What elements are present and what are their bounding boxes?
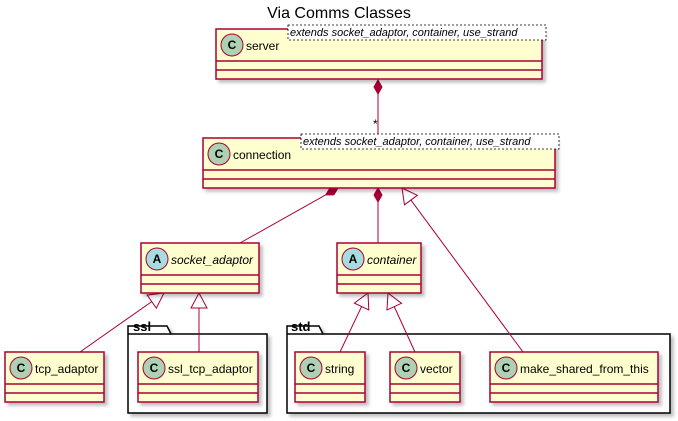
relation-inheritance-vector-container bbox=[386, 292, 416, 353]
class-icon bbox=[299, 356, 323, 380]
relation-line bbox=[79, 301, 153, 353]
class-kind-letter: C bbox=[215, 147, 224, 161]
relation-inheritance-ssl-tcp-adaptor-socket-adaptor bbox=[190, 291, 208, 352]
abstract-class-icon bbox=[341, 247, 365, 271]
class-name: string bbox=[325, 362, 354, 376]
relation-edges bbox=[79, 78, 524, 353]
relation-composition-connection-container bbox=[373, 186, 383, 243]
class-name: server bbox=[246, 39, 279, 53]
class-icon bbox=[142, 356, 166, 380]
relation-line bbox=[393, 306, 416, 353]
class-icon bbox=[494, 356, 518, 380]
package-name-ssl: ssl bbox=[133, 319, 151, 334]
composition-diamond bbox=[324, 187, 339, 196]
class-icon bbox=[394, 356, 418, 380]
relation-inheritance-tcp-adaptor-socket-adaptor bbox=[79, 292, 165, 353]
class-icon bbox=[207, 142, 231, 166]
class-name: tcp_adaptor bbox=[35, 362, 98, 376]
class-box bbox=[489, 351, 659, 403]
generic-parameters-box bbox=[287, 24, 547, 41]
relation-line bbox=[410, 199, 524, 353]
class-icon bbox=[9, 356, 33, 380]
class-name: vector bbox=[420, 362, 453, 376]
class-name: ssl_tcp_adaptor bbox=[168, 362, 253, 376]
class-name: connection bbox=[233, 148, 291, 162]
class-kind-letter: C bbox=[17, 361, 26, 375]
relation-line bbox=[339, 306, 363, 353]
class-kind-letter: A bbox=[153, 252, 162, 266]
relation-inheritance-make-shared-from-this-connection bbox=[401, 187, 524, 353]
generic-parameters-text: extends socket_adaptor, container, use_s… bbox=[290, 27, 518, 39]
generic-parameters-box bbox=[300, 133, 560, 150]
class-kind-letter: C bbox=[307, 361, 316, 375]
inheritance-arrowhead bbox=[386, 292, 403, 311]
class-name: socket_adaptor bbox=[171, 253, 254, 267]
abstract-class-icon bbox=[145, 247, 169, 271]
inheritance-arrowhead bbox=[401, 187, 419, 206]
class-kind-letter: C bbox=[150, 361, 159, 375]
class-kind-letter: A bbox=[349, 252, 358, 266]
relation-composition-connection-socket-adaptor bbox=[239, 187, 339, 244]
diagram-title: Via Comms Classes bbox=[267, 5, 411, 22]
inheritance-arrowhead bbox=[353, 292, 370, 311]
class-kind-letter: C bbox=[228, 38, 237, 52]
class-name: container bbox=[367, 253, 417, 267]
composition-diamond bbox=[373, 186, 383, 204]
class-kind-letter: C bbox=[402, 361, 411, 375]
relation-line bbox=[239, 194, 327, 244]
class-kind-letter: C bbox=[502, 361, 511, 375]
relation-inheritance-string-container bbox=[339, 292, 370, 353]
generic-parameters-text: extends socket_adaptor, container, use_s… bbox=[303, 136, 531, 148]
class-icon bbox=[220, 33, 244, 57]
class-name: make_shared_from_this bbox=[520, 362, 649, 376]
multiplicity-label: * bbox=[373, 117, 378, 131]
composition-diamond bbox=[373, 78, 383, 96]
package-name-std: std bbox=[291, 319, 311, 334]
relation-composition-server-connection bbox=[373, 78, 383, 138]
inheritance-arrowhead bbox=[146, 292, 165, 310]
inheritance-arrowhead bbox=[190, 291, 208, 309]
